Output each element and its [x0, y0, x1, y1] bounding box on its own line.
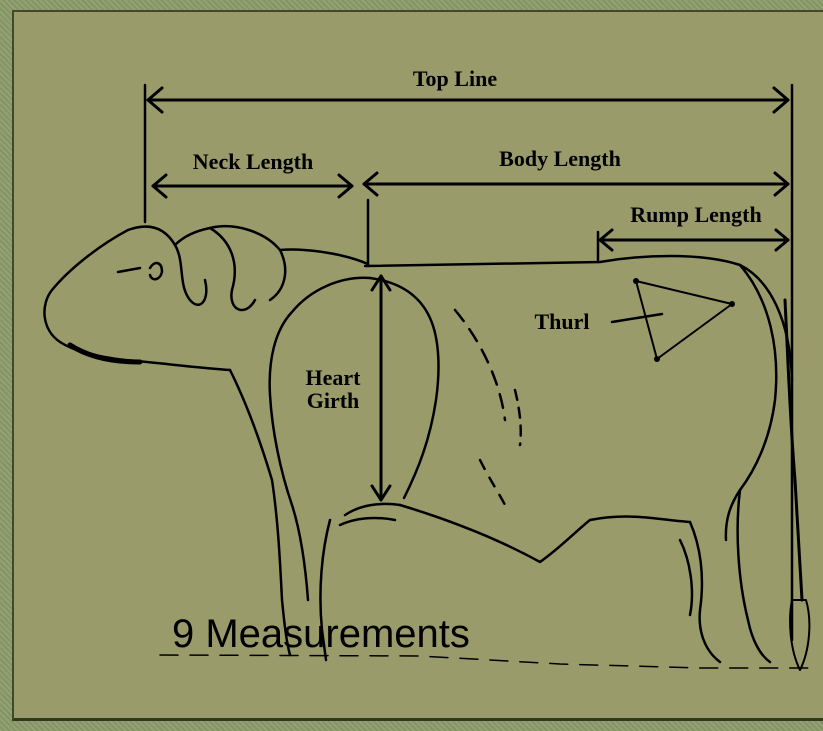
- heart-label: Heart: [306, 365, 362, 390]
- slide-caption: 9 Measurements: [172, 612, 470, 657]
- thurl-marker: [612, 278, 735, 362]
- heart-girth-dimension: [372, 276, 390, 500]
- rump-length-label: Rump Length: [630, 202, 761, 227]
- girth-label: Girth: [307, 388, 360, 413]
- cattle-outline: [44, 226, 810, 670]
- top-line-label: Top Line: [413, 66, 497, 91]
- body-length-dimension: [364, 173, 788, 195]
- neck-length-dimension: [153, 175, 368, 266]
- neck-length-label: Neck Length: [193, 149, 313, 174]
- body-length-label: Body Length: [499, 146, 621, 171]
- thurl-label: Thurl: [534, 309, 589, 334]
